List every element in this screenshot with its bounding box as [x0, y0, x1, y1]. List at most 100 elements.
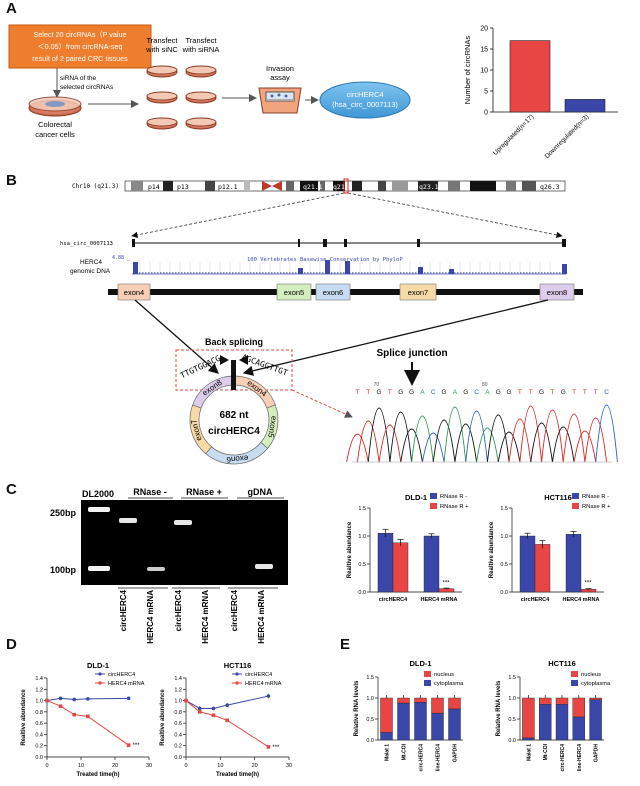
conservation-peak	[325, 260, 330, 274]
legend-marker	[235, 681, 239, 685]
sirna-transfect-label-2: with siRNA	[182, 45, 220, 54]
data-point	[225, 703, 229, 707]
base-call: A	[420, 389, 425, 396]
trace-peak	[443, 406, 467, 463]
panel-b-gene-structure: Chr10 (q21.3) p14 p13 p12.1 q21.1	[60, 178, 618, 465]
conservation-noise	[358, 272, 360, 274]
back-splice-box	[175, 349, 293, 391]
band-q21-1: q21.1	[303, 183, 323, 191]
trace-peak	[595, 404, 618, 463]
y-axis-label: Realtive abundance	[347, 521, 353, 578]
stack-segment	[539, 704, 552, 741]
conservation-noise	[511, 272, 513, 274]
conservation-noise	[388, 272, 390, 274]
exon-box-1	[276, 283, 312, 301]
conservation-noise	[415, 272, 417, 274]
back-splicing-title: Back splicing	[205, 337, 263, 347]
sirna-label-2: selected circRNAs	[60, 84, 114, 91]
x-tick-label: circ-HERC4	[560, 744, 566, 772]
trace-peak	[584, 417, 608, 463]
legend-marker	[98, 672, 102, 676]
y-tick-label: 0.2	[35, 744, 43, 750]
conservation-noise	[322, 272, 324, 274]
conservation-noise	[307, 272, 309, 274]
sirna-transfect-label-1: Transfect	[186, 36, 218, 45]
trace-peak	[573, 430, 597, 463]
conservation-noise	[187, 272, 189, 274]
conservation-noise	[148, 272, 150, 274]
legend-label: circHERC4	[245, 672, 272, 678]
conservation-noise	[208, 272, 210, 274]
conservation-noise	[448, 272, 450, 274]
legend-label: RNase R +	[582, 504, 611, 510]
stack-segment	[431, 697, 444, 714]
selection-box	[8, 24, 152, 69]
conservation-noise	[241, 272, 243, 274]
conservation-noise	[403, 272, 405, 274]
conservation-noise	[412, 272, 414, 274]
conservation-noise	[160, 272, 162, 274]
lane-label-2: circHERC4	[174, 589, 183, 631]
conservation-noise	[298, 272, 300, 274]
conservation-noise	[151, 272, 153, 274]
conservation-noise	[529, 272, 531, 274]
conservation-noise	[382, 272, 384, 274]
stack-segment	[397, 697, 410, 704]
conservation-noise	[223, 272, 225, 274]
conservation-noise	[193, 272, 195, 274]
conservation-noise	[214, 272, 216, 274]
trace-peak	[411, 415, 434, 463]
legend-label: cytoplasma	[434, 681, 464, 687]
chromosome-label: Chr10 (q21.3)	[72, 183, 119, 190]
conservation-noise	[463, 272, 465, 274]
x-tick-label: GAPDH	[594, 744, 600, 762]
x-tick-label: Mt-COI	[543, 743, 549, 760]
conservation-noise	[169, 272, 171, 274]
conservation-noise	[496, 272, 498, 274]
conservation-noise	[484, 272, 486, 274]
conservation-noise	[460, 272, 462, 274]
conservation-noise	[454, 272, 456, 274]
conservation-noise	[550, 272, 552, 274]
conservation-noise	[310, 272, 312, 274]
conservation-noise	[196, 272, 198, 274]
x-tick-label: circ-HERC4	[419, 744, 425, 772]
conservation-peak	[298, 268, 303, 274]
conservation-peak	[562, 264, 567, 274]
trace-peak	[476, 427, 499, 463]
bp-250: 250bp	[50, 508, 77, 518]
conservation-noise	[217, 272, 219, 274]
conservation-noise	[190, 272, 192, 274]
trace-peak	[508, 418, 532, 463]
bar	[519, 535, 536, 593]
significance-label: ***	[442, 581, 450, 587]
conservation-noise	[427, 272, 429, 274]
conservation-noise	[418, 272, 420, 274]
junction-marker	[231, 360, 236, 390]
y-axis-label: Realtive abundance	[489, 521, 495, 578]
ring-label-3: exon7	[189, 418, 203, 442]
x-tick-label: Downregulated(n=3)	[544, 113, 591, 160]
exon-label-4: exon8	[547, 288, 567, 297]
conservation-noise	[277, 272, 279, 274]
arrow-to-chromatogram	[291, 389, 353, 418]
conservation-noise	[304, 272, 306, 274]
chart-title: HCT116	[548, 659, 576, 668]
genomic-label-1: HERC4	[80, 259, 102, 266]
conservation-noise	[502, 272, 504, 274]
band-q26: q26.3	[540, 183, 560, 191]
data-point	[58, 704, 63, 709]
y-tick-label: 0.5	[500, 562, 508, 568]
ring-label-1: exon5	[266, 415, 279, 439]
conservation-noise	[256, 272, 258, 274]
base-call: T	[550, 389, 554, 396]
conservation-noise	[268, 272, 270, 274]
conservation-noise	[451, 272, 453, 274]
data-point	[266, 745, 271, 749]
conservation-noise	[439, 272, 441, 274]
trace-peak	[541, 409, 564, 463]
conservation-peak	[418, 267, 423, 274]
y-tick-label: 1.5	[358, 506, 366, 512]
